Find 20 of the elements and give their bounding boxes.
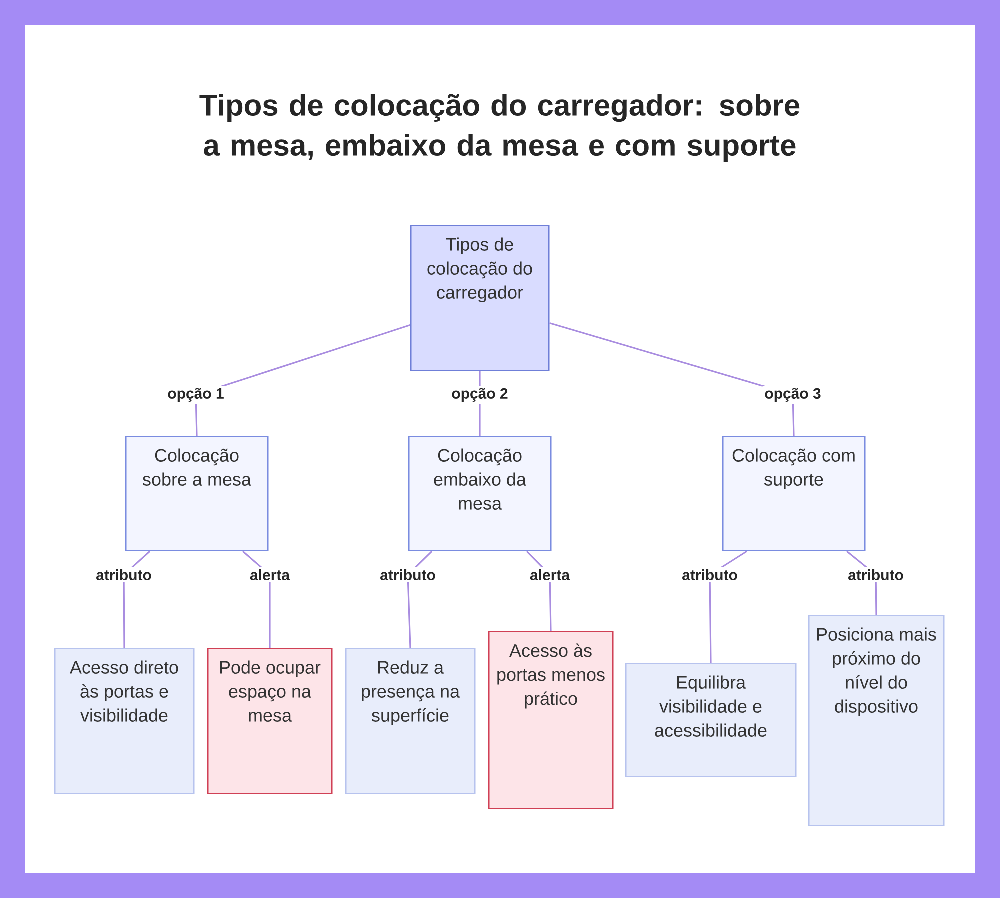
edge-label: atributo [846,568,906,583]
edge-label: opção 2 [450,386,510,404]
edge-label: alerta [528,568,572,583]
edge-label: atributo [680,568,740,583]
process-box: Acesso às portas menos prático [488,631,614,810]
edge-label: opção 3 [762,386,824,404]
process-box: Reduz a presença na superfície [345,648,476,794]
process-box: Posiciona mais próximo do nível do dispositivo [808,615,945,826]
process-box: Tipos de colocação do carregador [410,225,550,372]
process-box: Acesso direto às portas e visibilidade [54,648,195,794]
process-box: Colocação sobre a mesa [125,436,269,552]
edge-label: alerta [248,568,292,583]
edge-label: opção 1 [166,386,226,404]
edge-label: atributo [94,568,154,583]
process-box: Equilibra visibilidade e acessibilidade [625,663,797,778]
edge-label: atributo [378,568,438,583]
title: Tipos de colocação do carregador: sobre a mesa, embaixo da mesa e com suporte [200,94,800,162]
process-box: Colocação embaixo da mesa [408,436,552,552]
process-box: Pode ocupar espaço na mesa [207,648,333,794]
process-box: Colocação com suporte [722,436,866,552]
